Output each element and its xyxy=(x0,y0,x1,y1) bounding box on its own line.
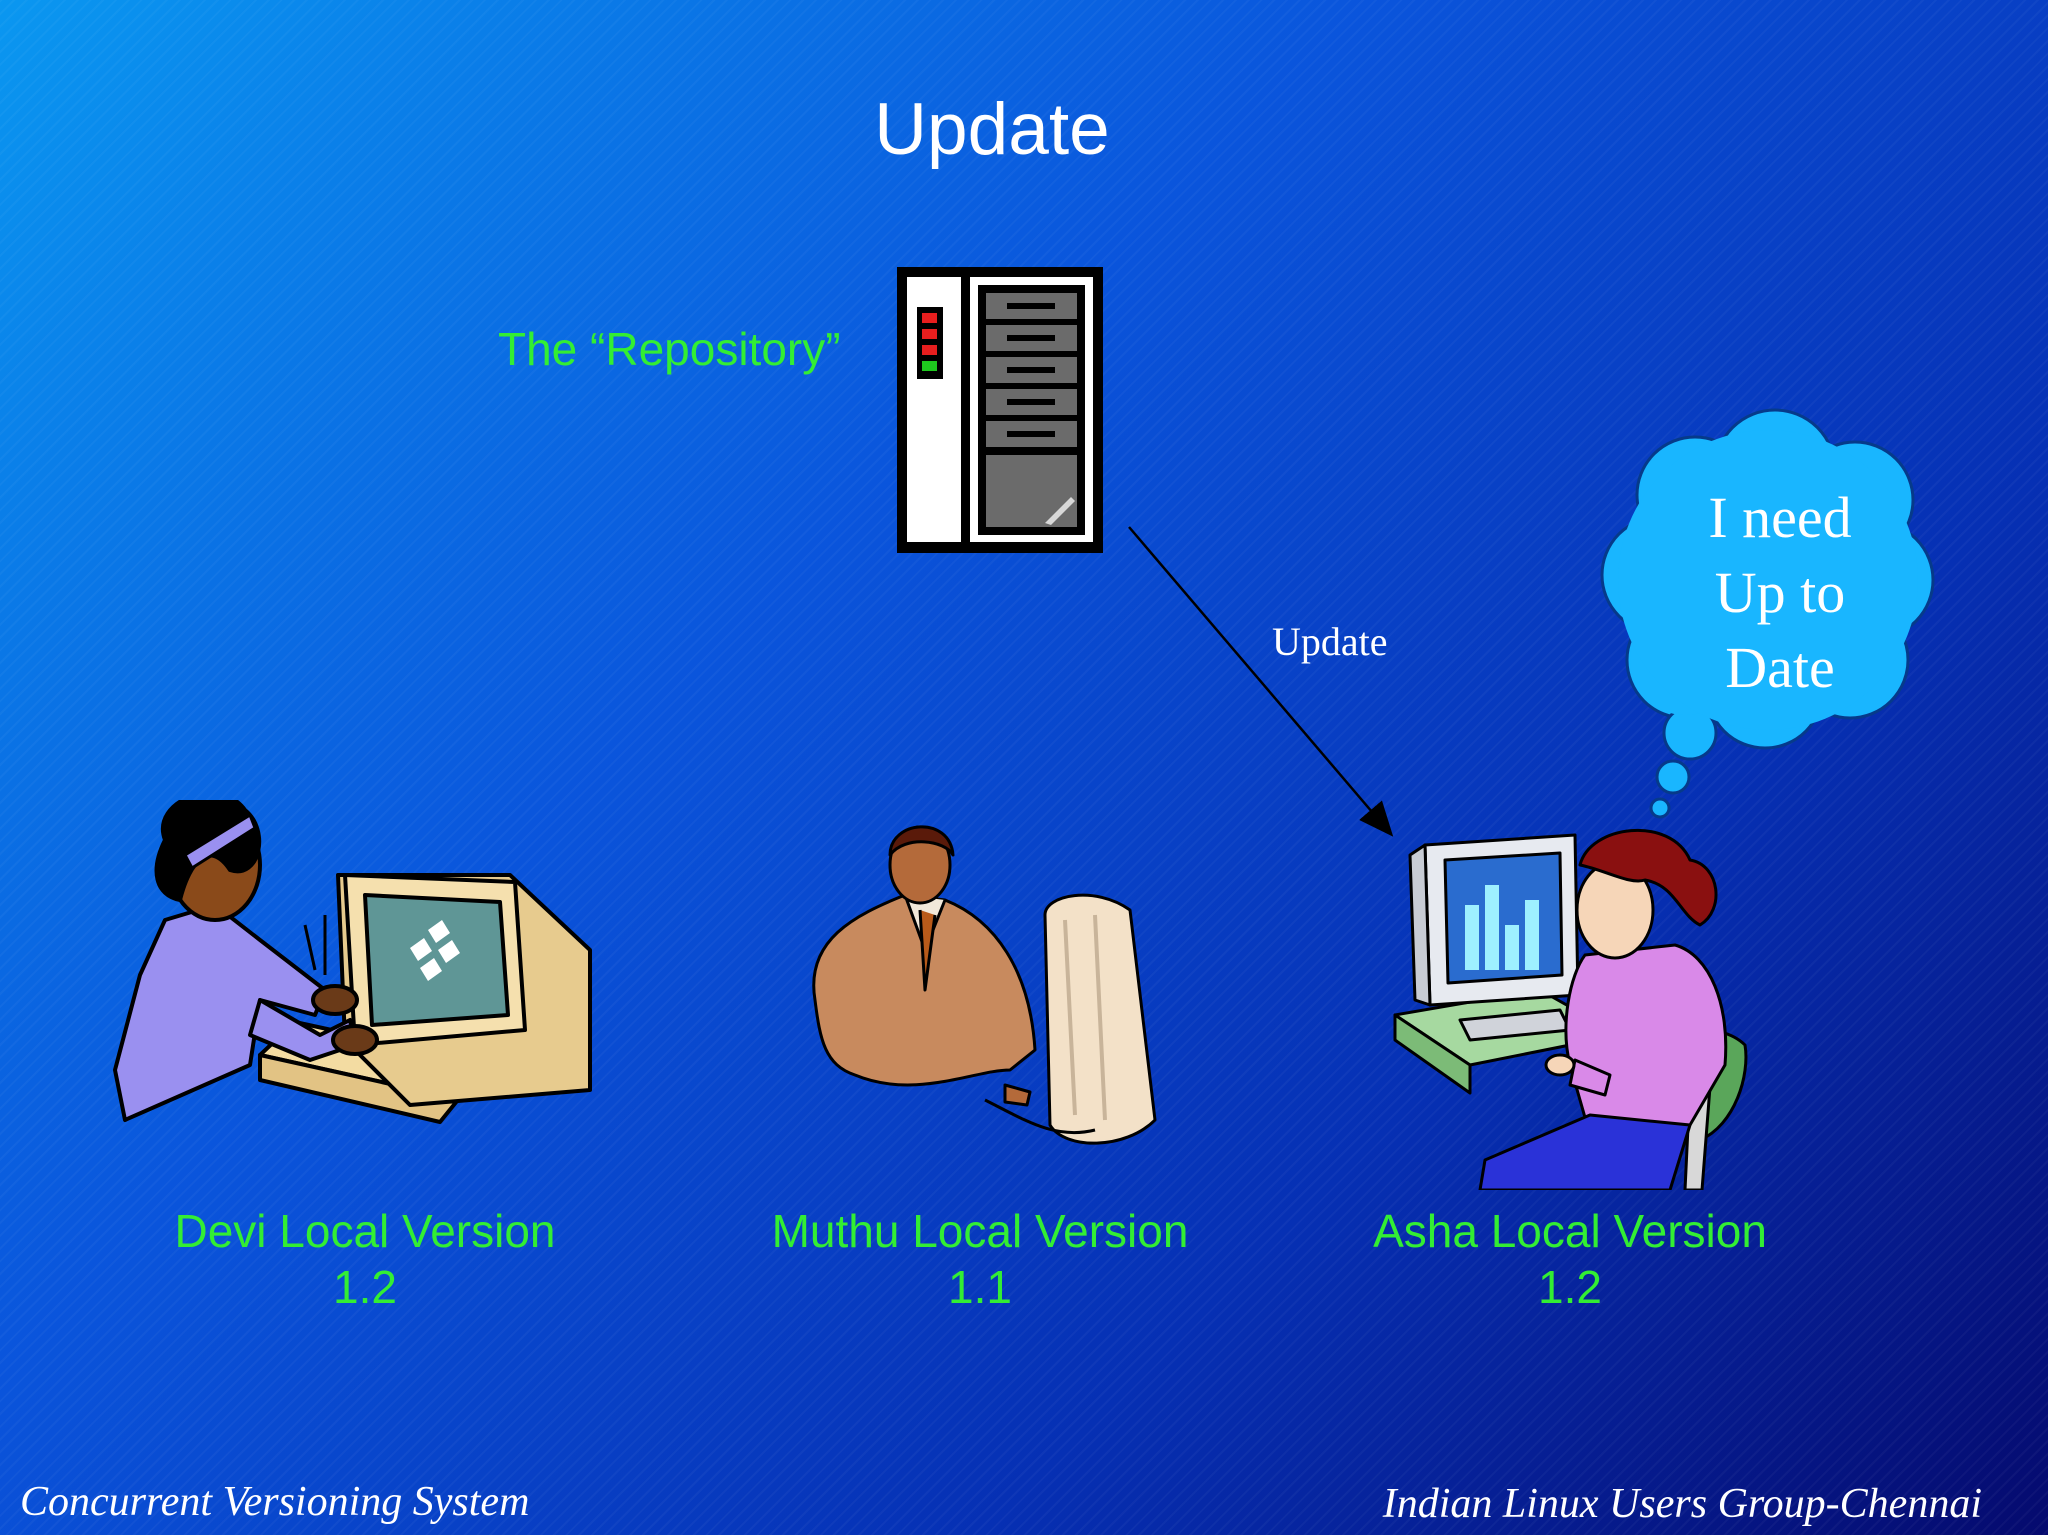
thought-line: Up to xyxy=(1714,560,1846,625)
thought-line: I need xyxy=(1708,485,1852,550)
woman-at-computer-icon xyxy=(113,800,592,1124)
asha-version: 1.2 xyxy=(1538,1261,1602,1313)
muthu-version: 1.1 xyxy=(948,1261,1012,1313)
footer-left: Concurrent Versioning System xyxy=(20,1479,530,1525)
server-icon xyxy=(897,267,1103,553)
slide-title: Update xyxy=(874,89,1110,170)
thought-line: Date xyxy=(1725,635,1835,700)
man-at-computer-icon xyxy=(812,825,1157,1145)
thought-cloud-icon xyxy=(1600,408,1935,819)
muthu-name: Muthu Local Version xyxy=(771,1205,1189,1257)
footer-right: Indian Linux Users Group-Chennai xyxy=(1382,1481,1982,1527)
thought-bubble-text: I need Up to Date xyxy=(1660,480,1900,705)
devi-version: 1.2 xyxy=(333,1261,397,1313)
devi-version-label: Devi Local Version 1.2 xyxy=(120,1203,610,1315)
update-arrow-label: Update xyxy=(1272,619,1388,664)
muthu-version-label: Muthu Local Version 1.1 xyxy=(735,1203,1225,1315)
arrow-icon xyxy=(1128,526,1394,837)
asha-version-label: Asha Local Version 1.2 xyxy=(1325,1203,1815,1315)
woman-at-workstation-icon xyxy=(1393,828,1748,1190)
repository-label: The “Repository” xyxy=(498,323,841,375)
asha-name: Asha Local Version xyxy=(1373,1205,1767,1257)
devi-name: Devi Local Version xyxy=(174,1205,556,1257)
